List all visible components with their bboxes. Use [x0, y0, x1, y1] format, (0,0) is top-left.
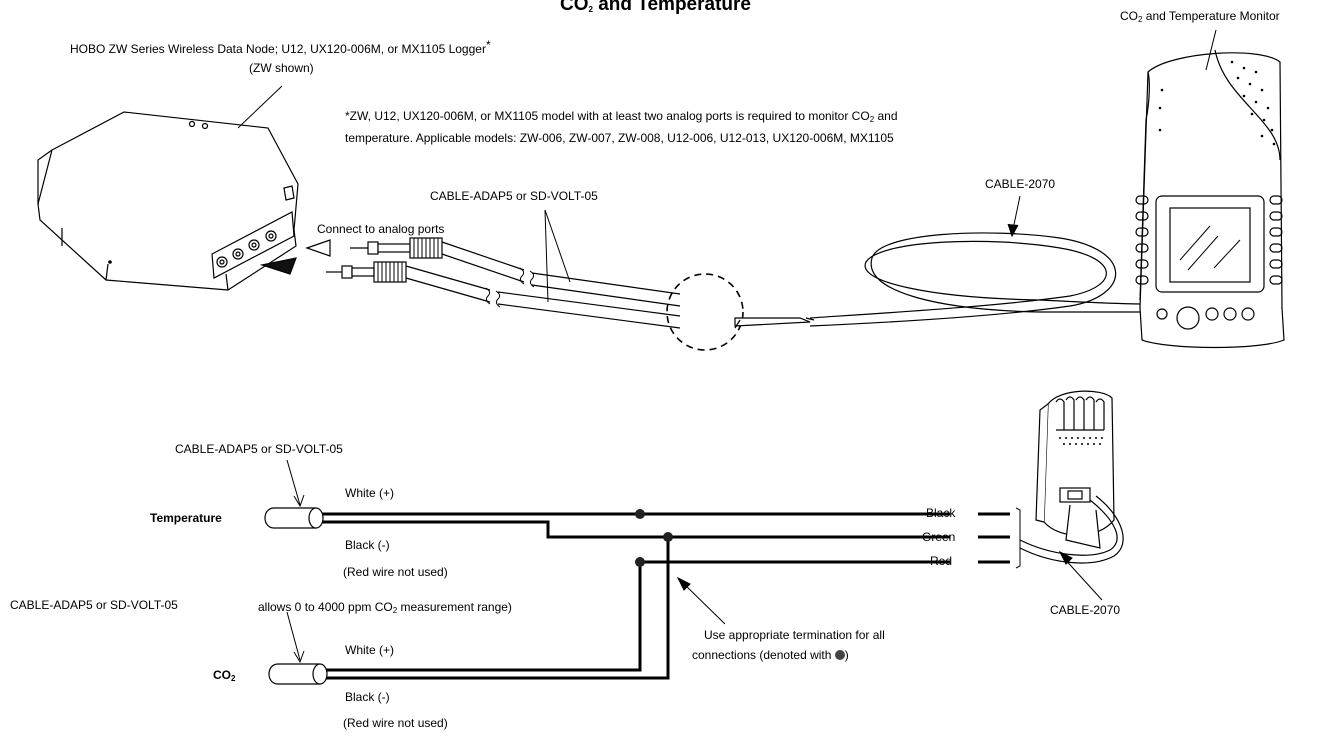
- co2-label-prefix: CO: [213, 668, 231, 682]
- logger-leader-line: [237, 85, 283, 129]
- cable-2070-loop: [734, 195, 1146, 329]
- logger-asterisk: *: [485, 38, 491, 52]
- temp-black-label: Black (-): [345, 538, 390, 552]
- co2-cable: [268, 611, 328, 685]
- monitor-suffix: and Temperature Monitor: [1142, 9, 1280, 23]
- co2-sensor-image: [1019, 390, 1124, 601]
- termination-dots: [635, 509, 673, 567]
- cable-2070-label-bottom: CABLE-2070: [1050, 603, 1121, 617]
- range-subscript: 2: [392, 606, 398, 615]
- monitor-subscript: 2: [1138, 15, 1143, 24]
- hobo-logger-image: [37, 111, 299, 291]
- range-suffix: measurement range): [397, 600, 512, 614]
- logger-shown-label: (ZW shown): [249, 61, 314, 75]
- wire-black-label: Black: [926, 506, 956, 520]
- range-label: allows 0 to 4000 ppm CO2 measurement ran…: [258, 600, 512, 618]
- wire-co2-black: [326, 537, 670, 680]
- footnote-line1-suffix: and: [874, 109, 898, 123]
- footnote-line1-sub: 2: [869, 115, 875, 124]
- analog-port-panel: [211, 211, 295, 279]
- co2-red-unused-label: (Red wire not used): [343, 716, 448, 730]
- wire-bracket: [1015, 507, 1021, 569]
- footnote-line1: *ZW, U12, UX120-006M, or MX1105 model wi…: [345, 107, 898, 129]
- spring-coil-upper: [413, 238, 439, 258]
- termination-prefix: connections (denoted with: [692, 648, 835, 662]
- logger-label-text: HOBO ZW Series Wireless Data Node; U12, …: [70, 42, 486, 56]
- wire-temp-black: [322, 520, 950, 539]
- wire-green-label: Green: [922, 530, 956, 544]
- logger-label: HOBO ZW Series Wireless Data Node; U12, …: [70, 38, 491, 56]
- logger-led-icon: [188, 120, 196, 128]
- temp-cable-label: CABLE-ADAP5 or SD-VOLT-05: [175, 442, 343, 456]
- co2-monitor-image: [1135, 29, 1285, 349]
- co2-label-subscript: 2: [231, 674, 236, 683]
- wire-red-label: Red: [930, 554, 953, 568]
- junction-circle: [666, 273, 744, 351]
- temperature-label: Temperature: [150, 511, 222, 525]
- wire-co2-white: [326, 560, 950, 672]
- monitor-prefix: CO: [1120, 9, 1138, 23]
- monitor-label: CO2 and Temperature Monitor: [1120, 9, 1280, 27]
- title-prefix: CO: [560, 0, 589, 15]
- termination-suffix: ): [844, 648, 849, 662]
- co2-black-label: Black (-): [345, 690, 390, 704]
- termination-line1: Use appropriate termination for all: [704, 628, 885, 642]
- monitor-side-buttons: [1135, 195, 1283, 285]
- monitor-front-buttons: [1156, 306, 1255, 330]
- cable-2070-label-top: CABLE-2070: [985, 177, 1056, 191]
- footnote-line2: temperature. Applicable models: ZW-006, …: [345, 131, 894, 145]
- cable-adapter-label-top: CABLE-ADAP5 or SD-VOLT-05: [430, 189, 598, 203]
- co2-label: CO2: [213, 668, 235, 686]
- temp-white-label: White (+): [345, 486, 395, 500]
- range-prefix: allows 0 to 4000 ppm CO: [258, 600, 393, 614]
- wire-terminals: [978, 512, 1010, 564]
- page-title: CO2 and Temperature: [560, 0, 751, 16]
- connect-analog-label: Connect to analog ports: [317, 222, 445, 236]
- termination-line2: connections (denoted with ): [692, 648, 849, 662]
- port-circle: [216, 256, 228, 268]
- co2-white-label: White (+): [345, 643, 395, 657]
- title-suffix: and Temperature: [592, 0, 751, 15]
- termination-dot-icon: [834, 650, 845, 660]
- co2-cable-label: CABLE-ADAP5 or SD-VOLT-05: [10, 598, 178, 612]
- temperature-cable: [264, 459, 324, 529]
- title-subscript: 2: [588, 5, 593, 14]
- analog-cables: [259, 209, 744, 351]
- temp-red-unused-label: (Red wire not used): [343, 565, 448, 579]
- wire-bundle: [322, 512, 950, 680]
- footnote-line1-prefix: *ZW, U12, UX120-006M, or MX1105 model wi…: [345, 109, 870, 123]
- footnote: *ZW, U12, UX120-006M, or MX1105 model wi…: [345, 107, 898, 148]
